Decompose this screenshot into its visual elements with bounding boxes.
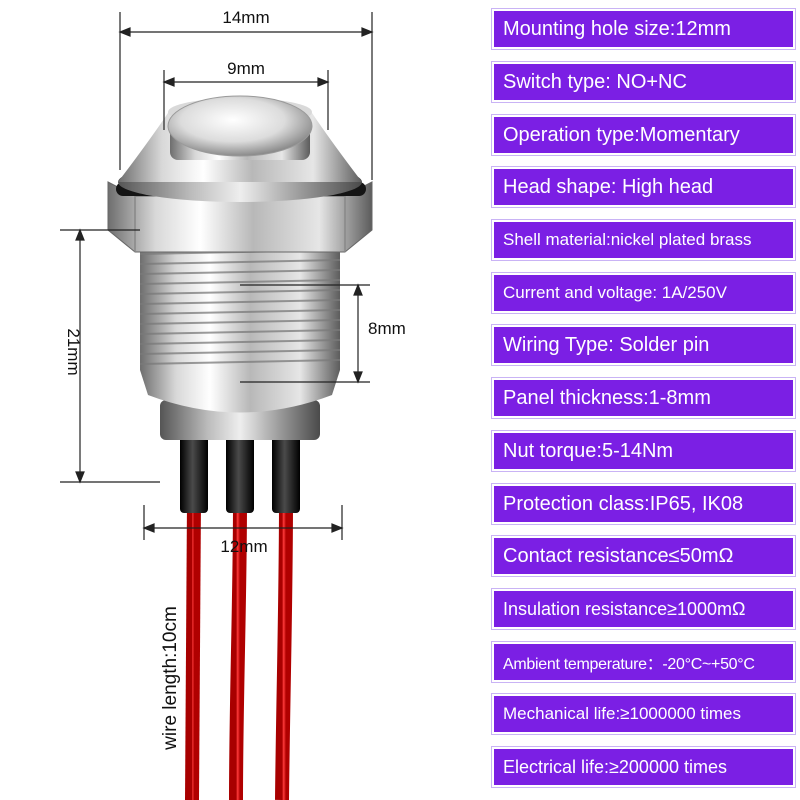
wire-right <box>275 499 293 800</box>
spec-contact-resistance: Contact resistance≤50mΩ <box>492 536 795 576</box>
spec-shell-material: Shell material:nickel plated brass <box>492 220 795 260</box>
label-thread-height: 8mm <box>368 319 406 338</box>
spec-electrical-life: Electrical life:≥200000 times <box>492 747 795 787</box>
switch-diagram: 14mm 9mm 8mm 21mm 12mm wire length:10cm <box>60 8 406 800</box>
sleeve-left <box>180 435 208 513</box>
spec-insulation-resistance: Insulation resistance≥1000mΩ <box>492 589 795 629</box>
sleeve-right <box>272 435 300 513</box>
spec-nut-torque: Nut torque:5-14Nm <box>492 431 795 471</box>
label-head-width: 14mm <box>222 8 269 27</box>
spec-mechanical-life: Mechanical life:≥1000000 times <box>492 694 795 734</box>
button-head <box>167 95 313 160</box>
sleeve-middle <box>226 435 254 513</box>
label-button-width: 9mm <box>227 59 265 78</box>
label-body-height: 21mm <box>64 328 83 375</box>
threaded-body <box>139 245 341 413</box>
spec-switch-type: Switch type: NO+NC <box>492 62 795 102</box>
switch-base <box>160 400 320 440</box>
spec-wiring-type: Wiring Type: Solder pin <box>492 325 795 365</box>
spec-operation-type: Operation type:Momentary <box>492 115 795 155</box>
dimension-lines <box>60 12 374 540</box>
label-base-width: 12mm <box>220 537 267 556</box>
spec-protection-class: Protection class:IP65, IK08 <box>492 484 795 524</box>
spec-current-voltage: Current and voltage: 1A/250V <box>492 273 795 313</box>
wire-sleeves <box>180 435 300 513</box>
spec-head-shape: Head shape: High head <box>492 167 795 207</box>
wires <box>185 499 293 800</box>
label-wire-length: wire length:10cm <box>160 606 181 751</box>
spec-list: Mounting hole size:12mm Switch type: NO+… <box>492 0 800 800</box>
spec-panel-thickness: Panel thickness:1-8mm <box>492 378 795 418</box>
wire-left <box>185 499 201 800</box>
wire-middle <box>229 499 247 800</box>
spec-mounting-hole: Mounting hole size:12mm <box>492 9 795 49</box>
spec-ambient-temperature: Ambient temperature：-20°C~+50°C <box>492 642 795 682</box>
